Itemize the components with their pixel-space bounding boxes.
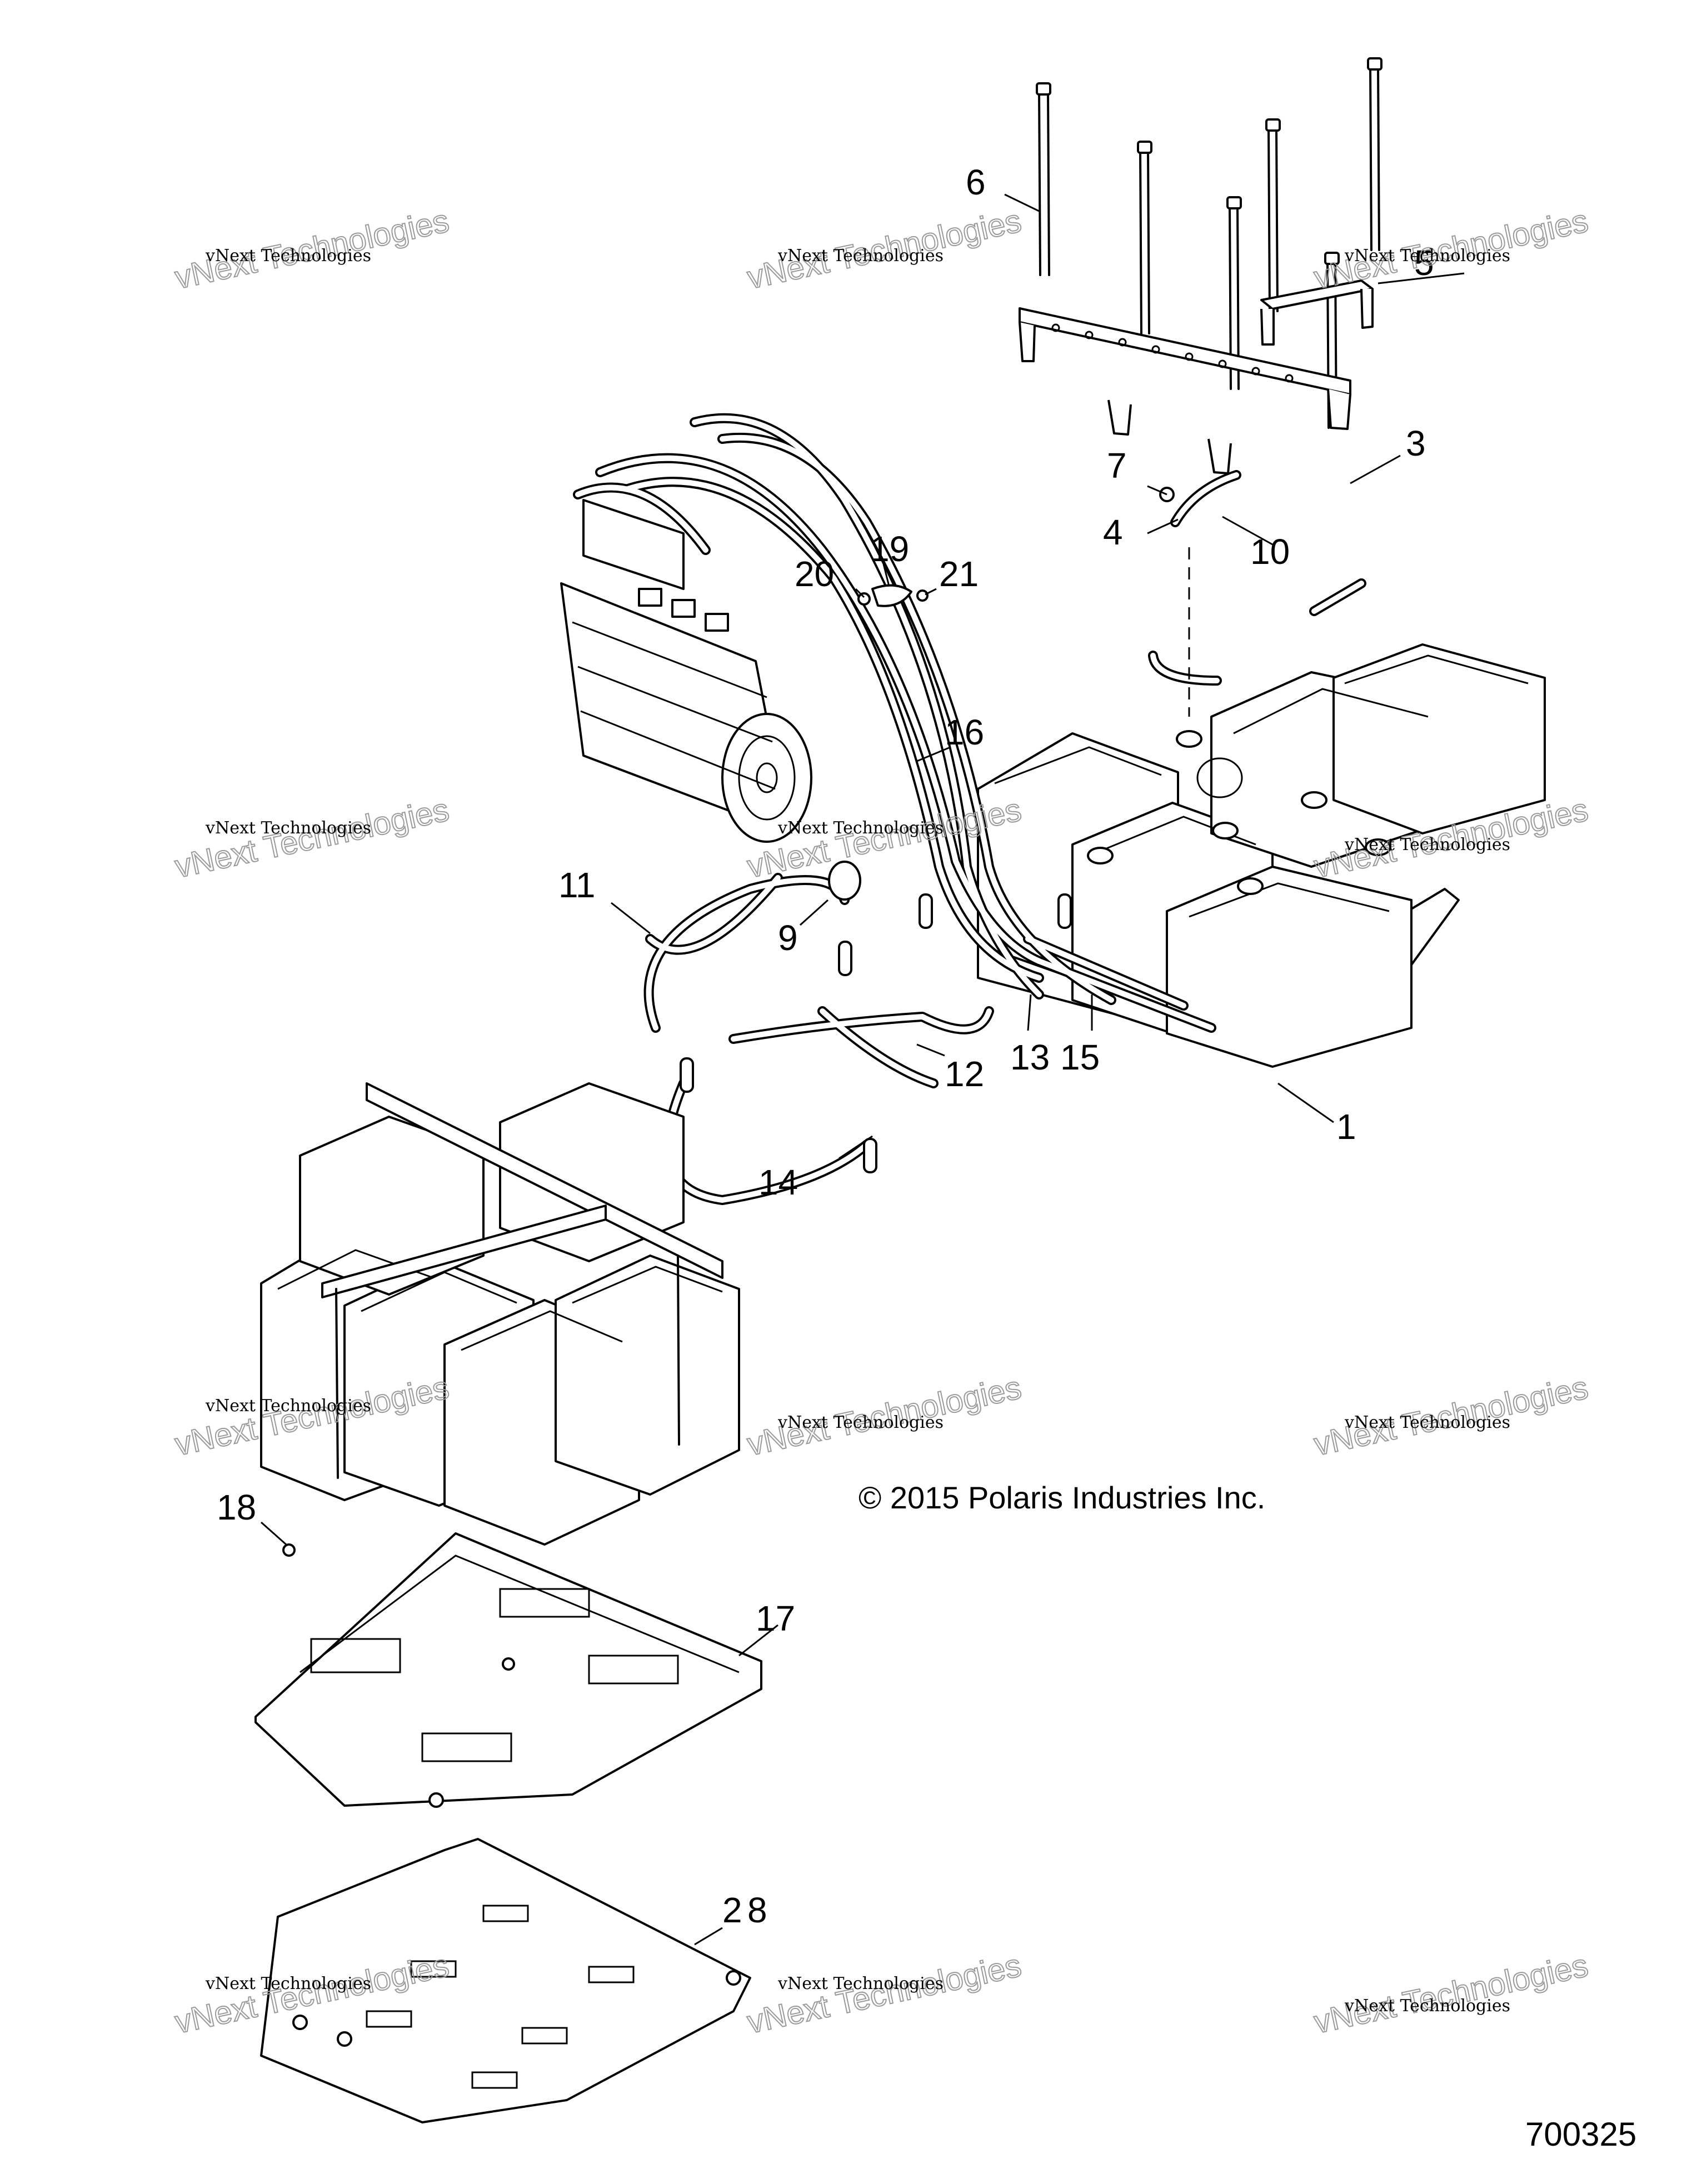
hold-down-rods — [1036, 57, 1382, 429]
callout-17: 17 — [756, 1598, 795, 1638]
callout-11: 11 — [558, 865, 595, 905]
callout-16: 16 — [945, 712, 984, 752]
callout-6: 6 — [966, 162, 986, 202]
jumper-cables — [1148, 470, 1366, 717]
callout-labels: 1 2 3 4 5 6 7 8 9 10 11 12 13 14 15 16 1… — [217, 162, 1434, 1930]
svg-text:vNext Technologies: vNext Technologies — [777, 818, 944, 838]
callout-20: 20 — [795, 554, 834, 594]
callout-5: 5 — [1414, 243, 1434, 283]
main-cables — [573, 413, 1216, 1205]
svg-text:vNext Technologies: vNext Technologies — [172, 792, 452, 885]
svg-text:vNext Technologies: vNext Technologies — [205, 818, 371, 838]
callout-18: 18 — [217, 1487, 256, 1527]
svg-text:vNext Technologies: vNext Technologies — [777, 1974, 944, 1993]
callout-4: 4 — [1103, 512, 1123, 552]
callout-8: 8 — [747, 1890, 767, 1930]
svg-text:vNext Technologies: vNext Technologies — [1311, 1947, 1591, 2041]
svg-text:vNext Technologies: vNext Technologies — [205, 1974, 371, 1993]
svg-text:vNext Technologies: vNext Technologies — [1344, 1413, 1510, 1432]
callout-3: 3 — [1406, 423, 1426, 463]
svg-text:vNext Technologies: vNext Technologies — [205, 246, 371, 266]
copyright-notice: © 2015 Polaris Industries Inc. — [859, 1480, 1265, 1515]
callout-19: 19 — [870, 529, 909, 569]
callout-21: 21 — [939, 554, 979, 594]
svg-text:vNext Technologies: vNext Technologies — [1344, 246, 1510, 266]
svg-text:vNext Technologies: vNext Technologies — [205, 1396, 371, 1416]
battery-tray — [254, 1532, 762, 1807]
drawing-number: 700325 — [1525, 2116, 1636, 2153]
callout-1: 1 — [1336, 1107, 1356, 1147]
battery-pack-right — [977, 643, 1546, 1068]
callout-14: 14 — [758, 1162, 798, 1202]
leader-lines — [261, 193, 1465, 1946]
svg-text:vNext Technologies: vNext Technologies — [744, 1947, 1024, 2041]
svg-text:vNext Technologies: vNext Technologies — [1344, 1996, 1510, 2016]
callout-10: 10 — [1250, 532, 1290, 572]
hold-down-bracket — [1019, 279, 1374, 474]
callout-9: 9 — [778, 918, 798, 958]
callout-13: 13 — [1010, 1037, 1050, 1077]
callout-7: 7 — [1107, 446, 1127, 486]
callout-15: 15 — [1060, 1037, 1100, 1077]
skid-plate — [260, 1792, 751, 2123]
drive-motor — [560, 499, 812, 843]
callout-2: 2 — [722, 1890, 742, 1930]
battery-pack-left — [260, 1082, 740, 1546]
svg-text:vNext Technologies: vNext Technologies — [777, 246, 944, 266]
callout-12: 12 — [945, 1054, 984, 1094]
svg-text:vNext Technologies: vNext Technologies — [777, 1413, 944, 1432]
svg-text:vNext Technologies: vNext Technologies — [1344, 835, 1510, 854]
